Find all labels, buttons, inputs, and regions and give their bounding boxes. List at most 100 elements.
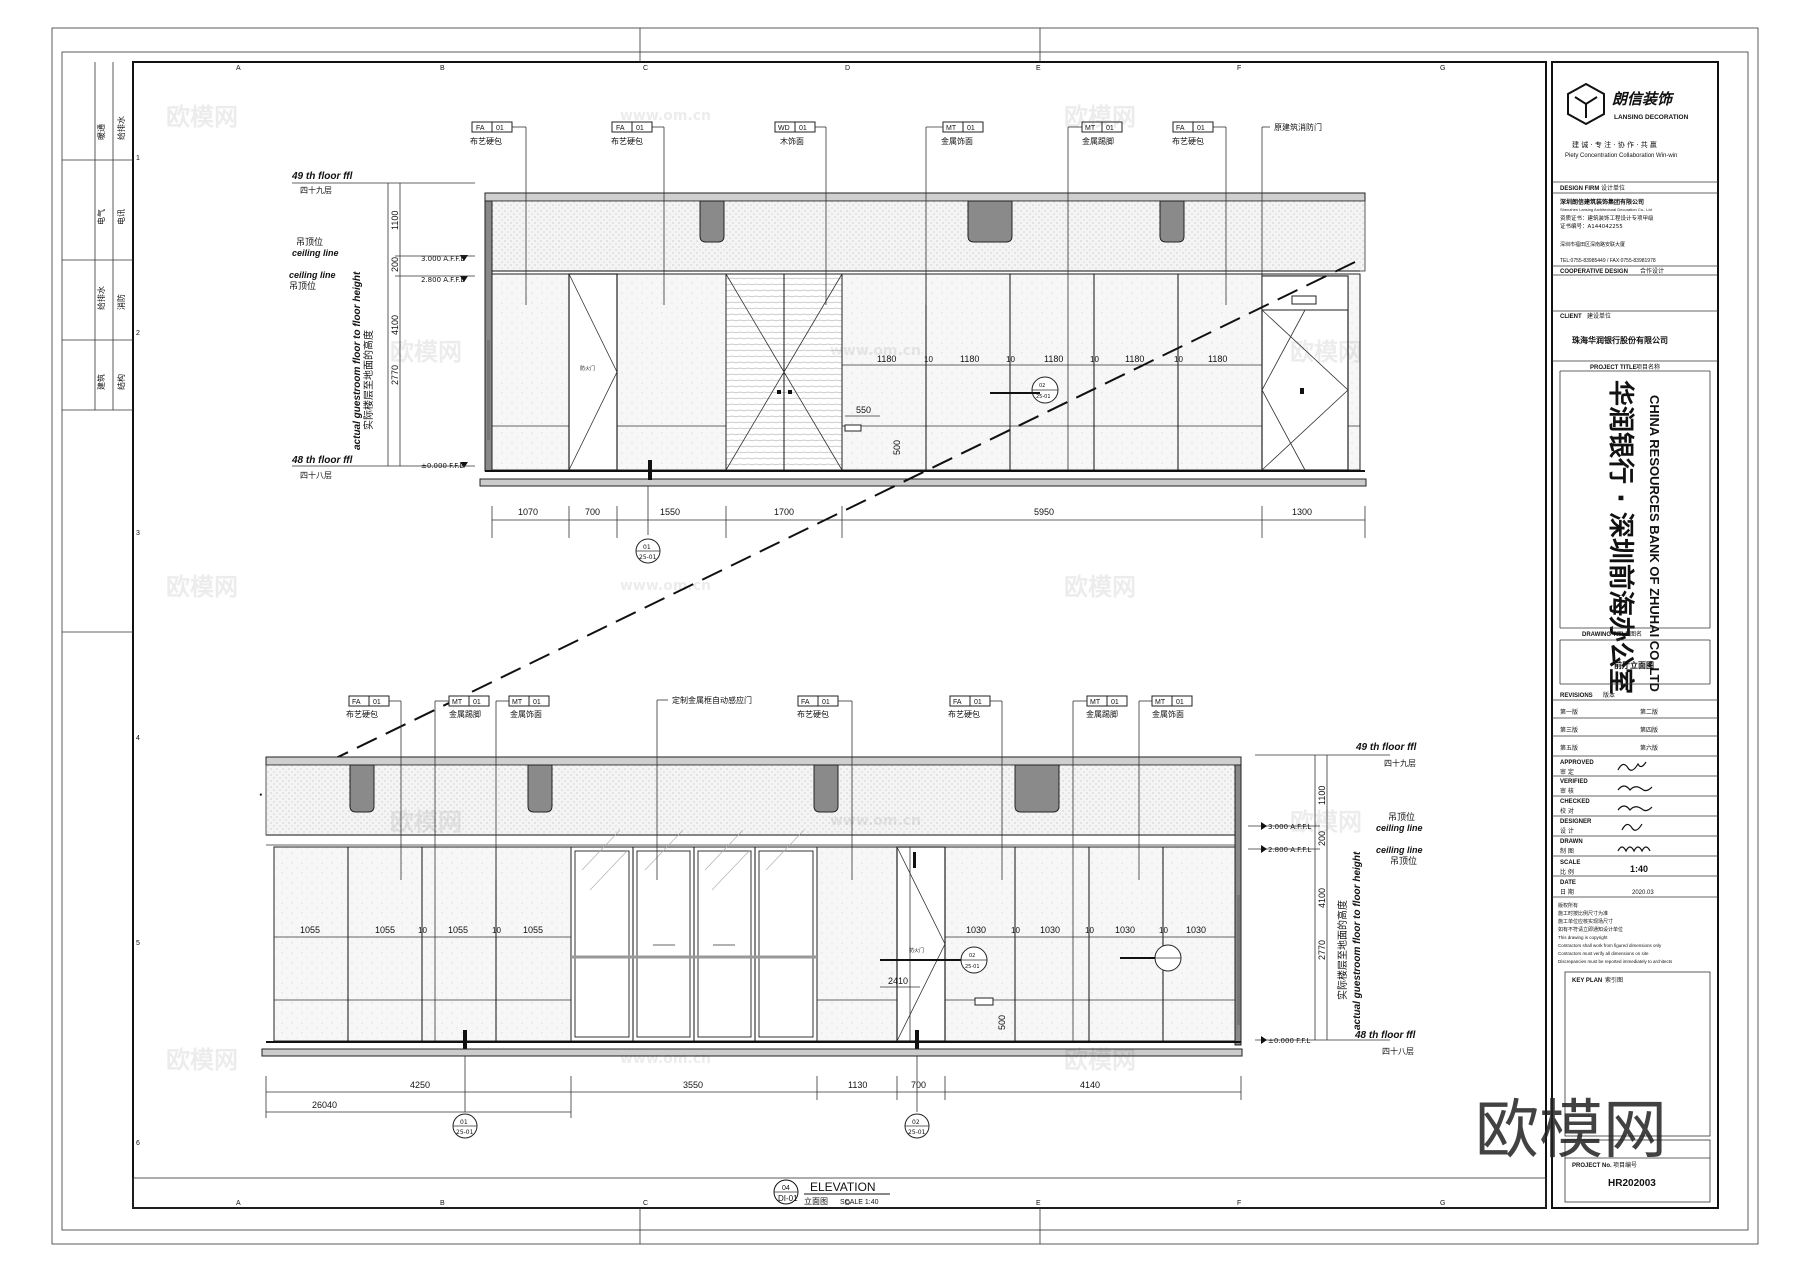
svg-text:KEY PLAN: KEY PLAN [1572, 978, 1602, 984]
tag-label: 布艺硬包 [797, 709, 829, 719]
level-0: ±0.000 F.F.L [1268, 1037, 1310, 1045]
grid-letter: B [440, 1200, 445, 1207]
svg-text:FA: FA [953, 699, 962, 706]
date-value: 2020.03 [1632, 890, 1654, 896]
fire-door [896, 846, 946, 1042]
view-title-cn: 立面图 [804, 1196, 828, 1206]
ceiling-void [265, 764, 1242, 836]
grid-letter: F [1237, 1200, 1241, 1207]
panel-dim: 10 [492, 926, 501, 935]
svg-text:FA: FA [1176, 125, 1185, 132]
vertical-label: actual guestroom floor to floor height [1352, 851, 1363, 1030]
view-title: ELEVATION [810, 1180, 876, 1194]
match-line [259, 261, 1356, 796]
svg-text:证书编号：A144042255: 证书编号：A144042255 [1560, 222, 1623, 230]
svg-text:DESIGNER: DESIGNER [1560, 819, 1592, 825]
vertical-label-cn: 实际楼层至地面的高度 [362, 330, 375, 430]
svg-text:MT: MT [946, 125, 957, 132]
dim: 200 [390, 257, 400, 272]
svg-text:欧模网: 欧模网 [166, 103, 238, 131]
key-plan-box [1564, 971, 1711, 1137]
level-3000: 3.000 A.F.F.L [1268, 823, 1311, 831]
svg-text:FA: FA [616, 125, 625, 132]
svg-text:This drawing is copyright: This drawing is copyright [1558, 935, 1608, 940]
big-watermark: 欧模网 [1475, 1094, 1667, 1168]
svg-text:01: 01 [822, 699, 830, 706]
panel-dim: 10 [1090, 355, 1099, 364]
tag-label: 布艺硬包 [948, 709, 980, 719]
ceiling-cn: 吊顶位 [1388, 811, 1415, 823]
grid-markers: A B C D E F G A B C D E F G 1 2 3 4 5 6 [62, 28, 1445, 1244]
svg-text:www.om.cn: www.om.cn [620, 108, 711, 124]
section-ref: 25-01 [965, 964, 980, 970]
svg-text:REVISIONS: REVISIONS [1560, 693, 1593, 699]
dim: 200 [1317, 831, 1327, 846]
beam [699, 200, 725, 243]
panel-dim: 1180 [1044, 354, 1063, 364]
elevation-upper: 防火门 02 25-01 3.000 A.F.F.L 2.800 A.F.F. [289, 171, 1367, 564]
panel-dim: 1180 [960, 354, 979, 364]
svg-text:欧模网: 欧模网 [1290, 338, 1362, 366]
panel-dim: 1030 [1040, 925, 1060, 935]
strip-label: 结构 [116, 374, 126, 390]
svg-text:欧模网: 欧模网 [166, 1046, 238, 1074]
grid-number: 3 [136, 530, 140, 537]
tag-label: 布艺硬包 [470, 136, 502, 146]
svg-text:FA: FA [352, 699, 361, 706]
section-ref: 25-01 [1036, 394, 1051, 400]
strip-label: 暖通 [96, 124, 106, 140]
svg-text:索引图: 索引图 [1605, 976, 1623, 984]
floor-bot-cn: 四十八层 [1382, 1046, 1414, 1056]
grid-letter: C [643, 65, 648, 72]
svg-text:www.om.cn: www.om.cn [620, 1051, 711, 1067]
grid-letter: F [1237, 65, 1241, 72]
panel-dim: 1030 [966, 925, 986, 935]
floor-bot-cn: 四十八层 [300, 470, 332, 480]
svg-text:欧模网: 欧模网 [1064, 573, 1136, 601]
bottom-dim: 3550 [683, 1080, 703, 1090]
svg-text:PROJECT TITLE: PROJECT TITLE [1590, 365, 1637, 371]
bottom-dim: 700 [911, 1080, 926, 1090]
svg-text:深圳市福田区深南路安联大厦: 深圳市福田区深南路安联大厦 [1560, 241, 1625, 248]
tag-label: 布艺硬包 [346, 709, 378, 719]
dim: 2410 [888, 976, 908, 986]
floor-top-cn: 四十九层 [1384, 758, 1416, 768]
panel-dim: 1055 [448, 925, 468, 935]
grid-letter: G [1440, 65, 1445, 72]
grid-letter: D [845, 65, 850, 72]
left-discipline-strip: 暖通 给排水 电气 电讯 给排水 消防 建筑 结构 [62, 62, 133, 411]
ceiling-en: ceiling line [1376, 845, 1423, 855]
svg-text:图名: 图名 [1630, 630, 1642, 638]
tag-label: 金属踢脚 [449, 709, 481, 719]
svg-text:CLIENT: CLIENT [1560, 314, 1582, 320]
svg-text:01: 01 [1111, 699, 1119, 706]
svg-text:施工单位应核实现场尺寸: 施工单位应核实现场尺寸 [1558, 918, 1613, 925]
grid-number: 4 [136, 735, 140, 742]
svg-text:欧模网: 欧模网 [1064, 103, 1136, 131]
strip-label: 电讯 [116, 209, 126, 225]
project-title-en: CHINA RESOURCES BANK OF ZHUHAI CO.,LTD [1647, 395, 1662, 692]
section-ref: 01 [460, 1119, 468, 1126]
svg-text:欧模网: 欧模网 [1064, 1046, 1136, 1074]
tag-label: 木饰面 [780, 136, 804, 146]
svg-text:第六版: 第六版 [1640, 744, 1658, 752]
svg-text:PROJECT No.: PROJECT No. [1572, 1163, 1612, 1169]
svg-text:01: 01 [1197, 125, 1205, 132]
svg-text:SCALE: SCALE [1560, 860, 1580, 866]
grid-number: 2 [136, 330, 140, 337]
outer-frame [51, 27, 1759, 1245]
svg-text:Contractors must verify all di: Contractors must verify all dimensions o… [1558, 951, 1649, 956]
ceiling-cn: 吊顶位 [296, 236, 323, 248]
fire-door [568, 273, 618, 471]
floor-top-label: 49 th floor ffl [1355, 742, 1417, 753]
strip-label: 消防 [116, 294, 126, 310]
grid-letter: E [1036, 65, 1041, 72]
